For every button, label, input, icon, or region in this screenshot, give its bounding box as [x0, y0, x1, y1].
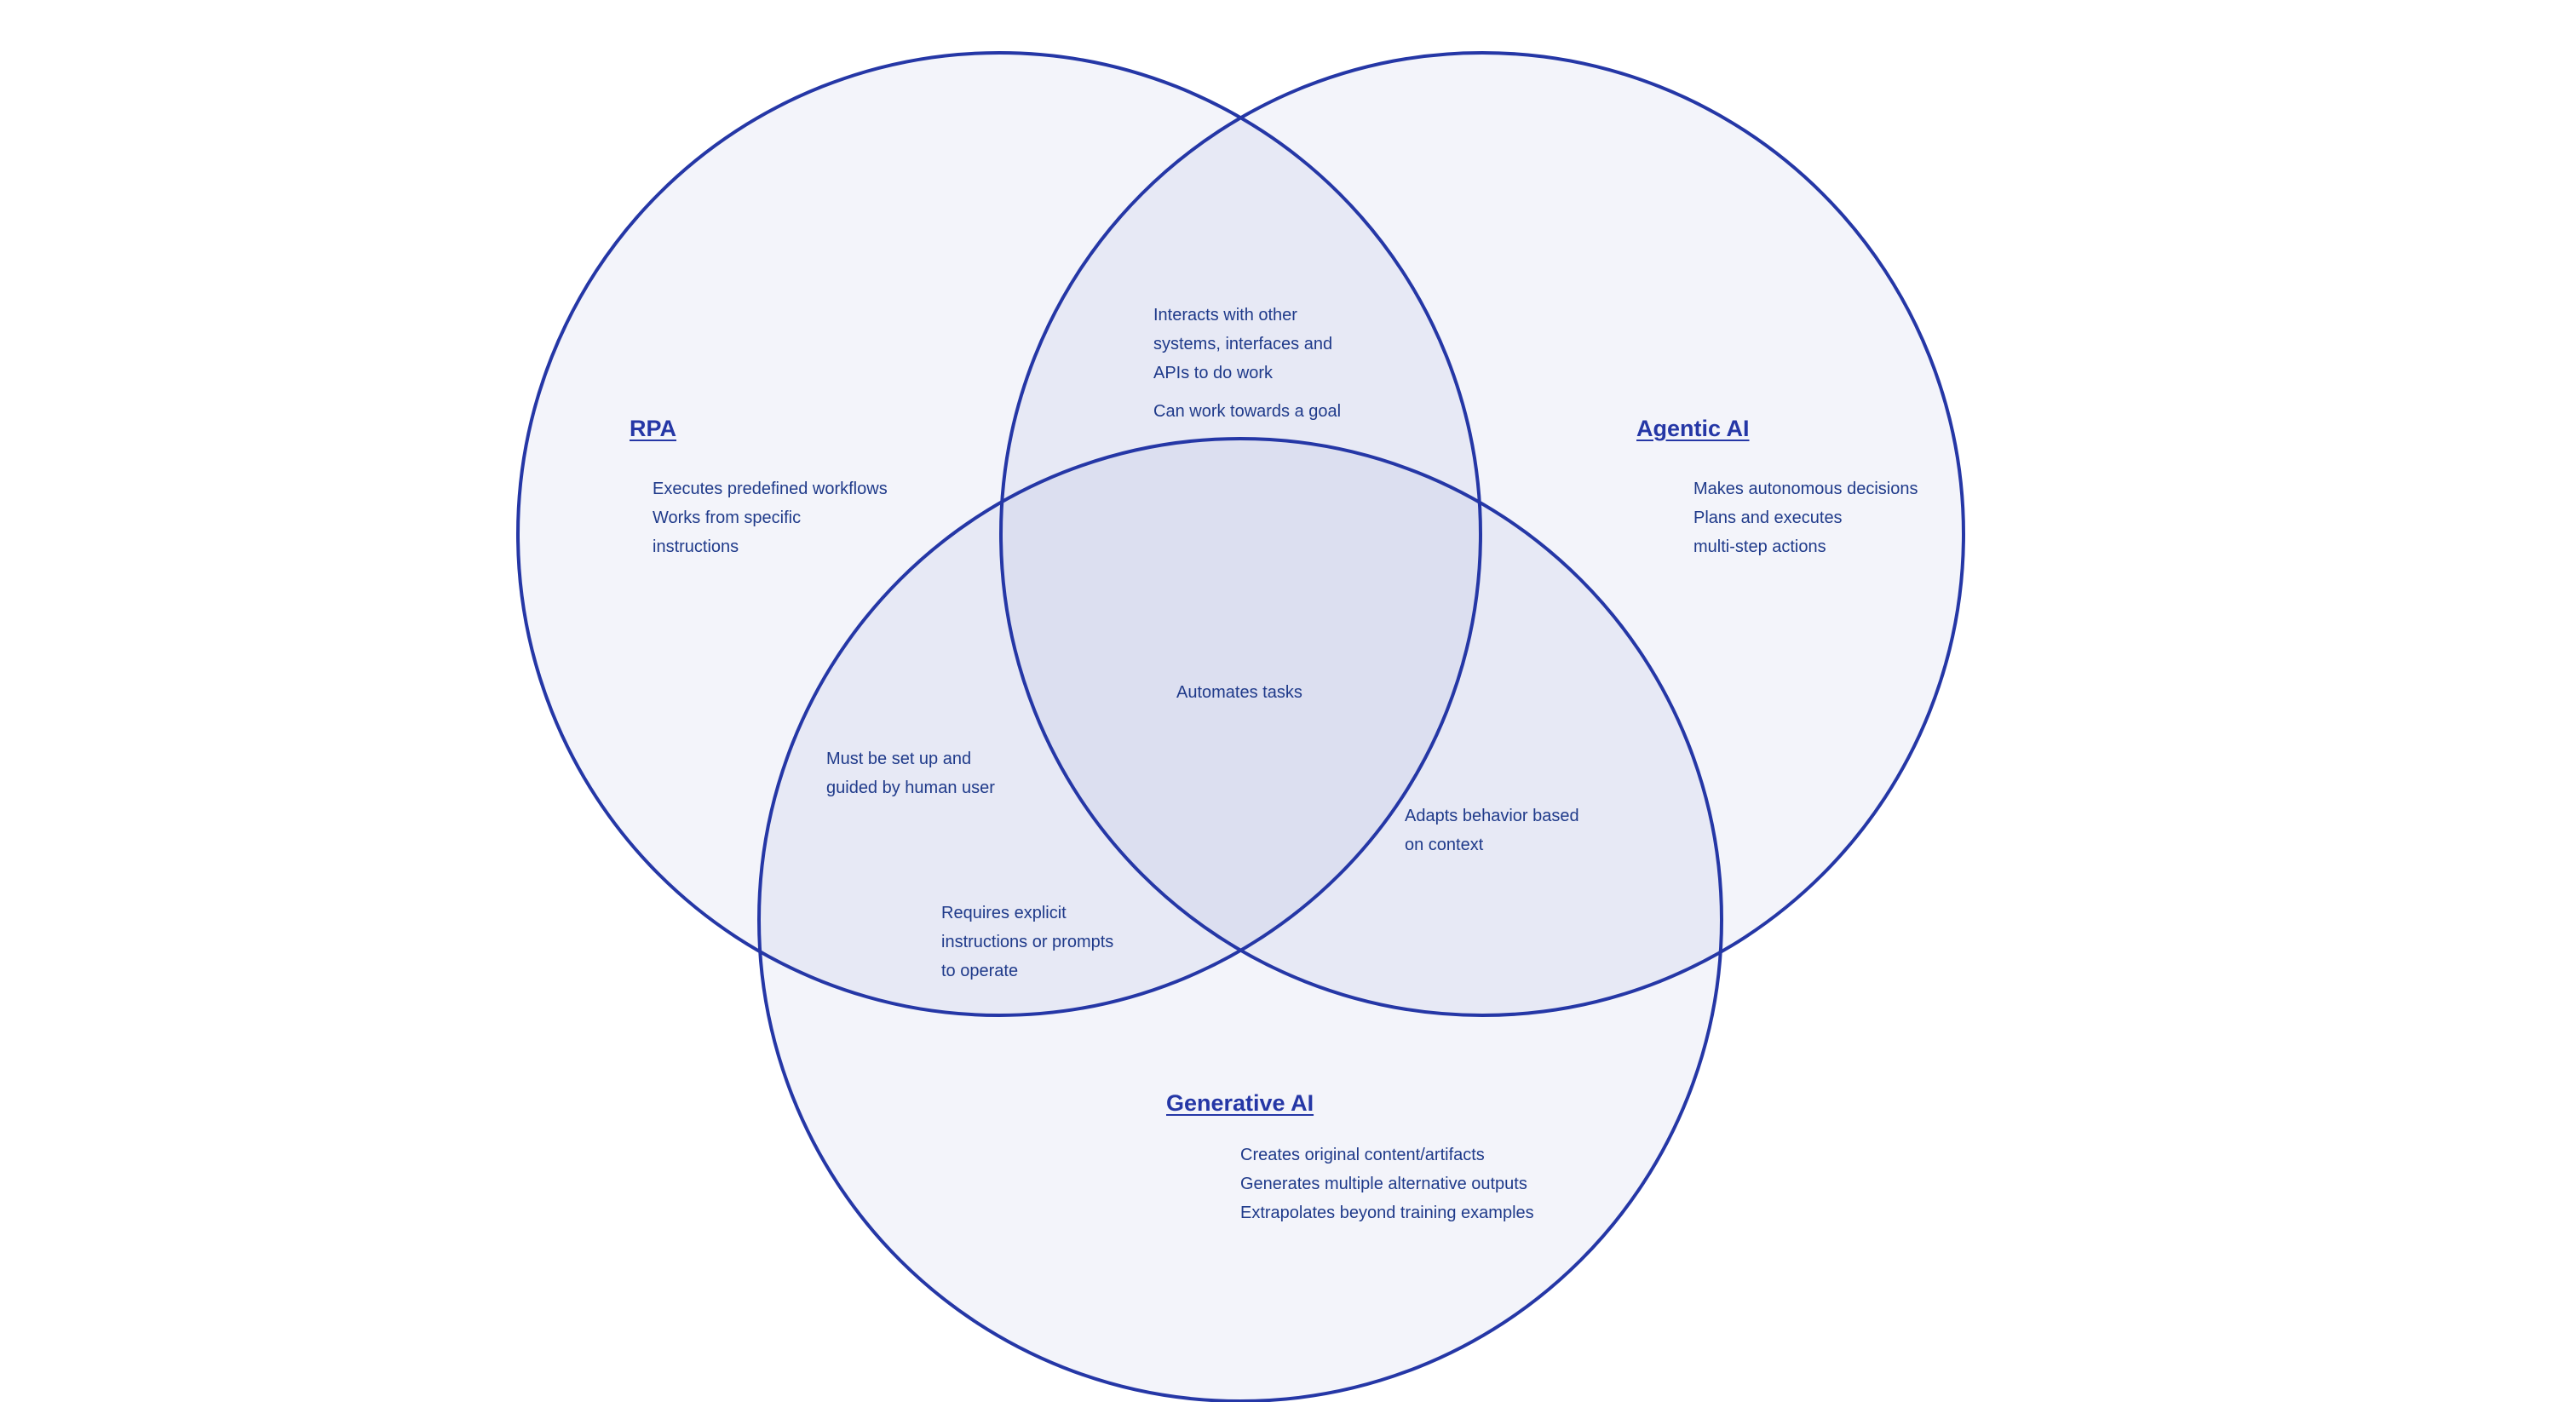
- generative-item: Creates original content/artifacts: [1240, 1146, 1485, 1164]
- generative-ai-title[interactable]: Generative AI: [1166, 1090, 1314, 1116]
- generative-ai-items: Creates original content/artifacts Gener…: [1240, 1141, 1534, 1227]
- overlap-line: on context: [1405, 836, 1484, 854]
- agentic-ai-outline: [999, 51, 1965, 1017]
- overlap-line: Must be set up and: [826, 750, 972, 768]
- agentic-ai-items: Makes autonomous decisions Plans and exe…: [1693, 474, 1918, 561]
- generative-ai-circle: [759, 439, 1722, 1401]
- rpa-title[interactable]: RPA: [630, 416, 677, 441]
- overlap-line: instructions or prompts: [941, 933, 1114, 951]
- center-overlap: Automates tasks: [1176, 683, 1302, 702]
- generative-item: Extrapolates beyond training examples: [1240, 1204, 1534, 1222]
- agentic-generative-overlap: Adapts behavior based on context: [1405, 802, 1579, 859]
- generative-item: Generates multiple alternative outputs: [1240, 1175, 1527, 1193]
- rpa-agentic-overlap: Interacts with other systems, interfaces…: [1153, 301, 1332, 388]
- rpa-item: instructions: [653, 537, 739, 556]
- agentic-item: Plans and executes: [1693, 509, 1843, 527]
- rpa-generative-overlap: Must be set up and guided by human user: [826, 744, 995, 802]
- overlap-line: to operate: [941, 962, 1019, 980]
- overlap-line: systems, interfaces and: [1153, 335, 1333, 353]
- generative-ai-outline: [757, 437, 1723, 1402]
- rpa-outline: [516, 51, 1482, 1017]
- agentic-item: Makes autonomous decisions: [1693, 480, 1918, 498]
- rpa-items: Executes predefined workflows Works from…: [653, 474, 888, 561]
- agentic-item: multi-step actions: [1693, 537, 1826, 556]
- overlap-line: Adapts behavior based: [1405, 807, 1579, 825]
- overlap-line: Interacts with other: [1153, 306, 1297, 325]
- overlap-line: Requires explicit: [941, 904, 1067, 922]
- rpa-item: Executes predefined workflows: [653, 480, 888, 498]
- overlap-line: APIs to do work: [1153, 364, 1274, 382]
- rpa-item: Works from specific: [653, 509, 802, 527]
- rpa-generative-lower-overlap: Requires explicit instructions or prompt…: [941, 899, 1113, 985]
- agentic-ai-title[interactable]: Agentic AI: [1636, 416, 1750, 441]
- rpa-agentic-goal: Can work towards a goal: [1153, 402, 1342, 421]
- overlap-line: guided by human user: [826, 779, 995, 797]
